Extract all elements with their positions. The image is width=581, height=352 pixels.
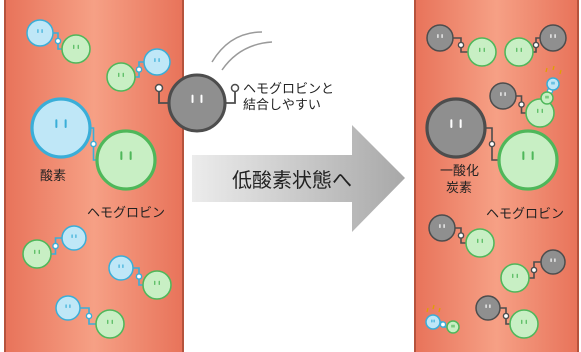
hemoglobin-icon <box>95 129 157 191</box>
hemoglobin-icon <box>500 263 530 293</box>
hemoglobin-label-left: ヘモグロビン <box>87 206 165 221</box>
oxygen-label: 酸素 <box>40 169 66 184</box>
hemoglobin-icon <box>467 37 497 67</box>
hemoglobin-icon <box>95 309 125 339</box>
hemoglobin-icon <box>61 34 91 64</box>
molecule-layer <box>22 19 567 339</box>
hemoglobin-icon <box>540 91 554 105</box>
oxygen-molecule-icon <box>30 97 92 159</box>
sparkle-mark <box>552 65 555 71</box>
oxygen-molecule-icon <box>108 255 134 281</box>
oxygen-molecule-icon <box>55 295 81 321</box>
sparkle-mark <box>559 69 562 75</box>
hemoglobin-icon <box>509 309 539 339</box>
carbon-monoxide-molecule-icon <box>489 82 517 110</box>
co-note-line2: 結合しやすい <box>243 98 321 113</box>
sparkle-mark <box>432 304 435 310</box>
arrow-text: 低酸素状態へ <box>232 168 352 192</box>
hemoglobin-icon <box>106 62 136 92</box>
carbon-monoxide-molecule-icon <box>540 249 566 275</box>
sparkle-mark <box>545 67 548 73</box>
hemoglobin-icon <box>446 320 460 334</box>
carbon-monoxide-molecule-icon <box>425 97 487 159</box>
hemoglobin-icon <box>22 239 52 269</box>
hemoglobin-icon <box>504 37 534 67</box>
hemoglobin-icon <box>497 129 559 191</box>
carbon-monoxide-molecule-icon <box>475 295 501 321</box>
oxygen-molecule-icon <box>26 19 54 47</box>
co-label-line1: 一酸化 <box>440 164 479 179</box>
carbon-monoxide-molecule-icon <box>428 214 456 242</box>
carbon-monoxide-molecule-icon <box>426 24 454 52</box>
oxygen-molecule-icon <box>425 314 441 330</box>
oxygen-molecule-icon <box>546 77 560 91</box>
arrow-icon <box>192 125 405 232</box>
sparkle-mark <box>438 307 441 313</box>
oxygen-molecule-icon <box>61 225 87 251</box>
co-note-line1: ヘモグロビンと <box>243 82 334 97</box>
flying-co-molecule: ヘモグロビンと 結合しやすい <box>154 31 334 133</box>
sparkle-mark <box>426 307 429 313</box>
carbon-monoxide-molecule-icon <box>167 73 227 133</box>
hemoglobin-icon <box>465 228 495 258</box>
hemoglobin-icon <box>142 270 172 300</box>
hemoglobin-icon <box>525 98 555 128</box>
oxygen-molecule-icon <box>143 48 171 76</box>
co-label-line2: 炭素 <box>446 181 472 196</box>
transition-arrow: 低酸素状態へ <box>192 125 405 232</box>
hemoglobin-label-right: ヘモグロビン <box>486 207 564 222</box>
carbon-monoxide-molecule-icon <box>539 24 567 52</box>
